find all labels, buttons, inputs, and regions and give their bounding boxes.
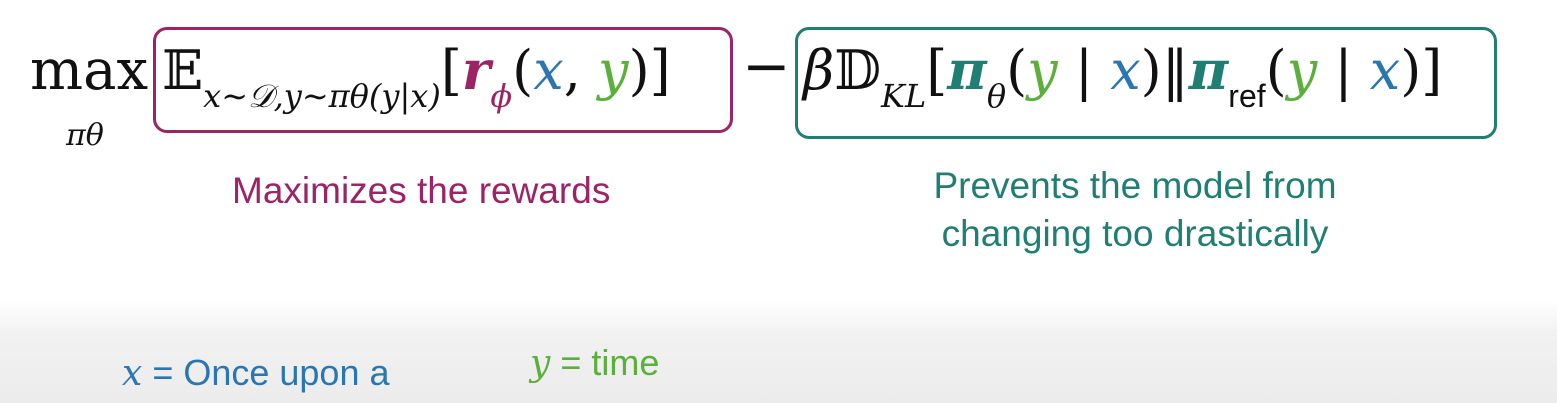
expectation-symbol: 𝔼: [162, 39, 204, 102]
ref-bar: |: [1317, 39, 1370, 102]
reward-term-expression: 𝔼x∼𝒟,y∼πθ(y|x)[rϕ(x, y)]: [162, 38, 671, 116]
y-definition-value: = time: [550, 342, 660, 383]
minus-sign: −: [742, 32, 791, 100]
policy-y: y: [1027, 39, 1058, 102]
reward-comma: ,: [563, 39, 599, 102]
kl-term-label-line1: Prevents the model from: [933, 165, 1337, 206]
x-definition-value: = Once upon a: [142, 352, 390, 393]
reward-term-box: [153, 27, 733, 133]
expectation-subscript: x∼𝒟,y∼πθ(y|x): [203, 77, 441, 115]
reward-x: x: [533, 39, 564, 102]
kl-term-label: Prevents the model from changing too dra…: [905, 162, 1365, 258]
beta-symbol: β: [803, 39, 835, 102]
reward-close: )]: [628, 39, 671, 102]
reward-phi: ϕ: [490, 77, 513, 115]
bracket-open: [: [440, 39, 462, 102]
policy-bar: |: [1057, 39, 1111, 102]
x-definition-var: x: [122, 353, 143, 394]
kl-close: )]: [1400, 39, 1443, 102]
ref-pi: π: [1188, 38, 1229, 102]
ref-y: y: [1286, 39, 1318, 102]
reward-lparen: (: [512, 39, 534, 102]
policy-lparen: (: [1006, 39, 1028, 102]
y-definition: y = time: [530, 342, 659, 384]
kl-D-symbol: 𝔻: [834, 39, 882, 102]
kl-term-label-line2: changing too drastically: [941, 213, 1329, 254]
y-definition-var: y: [530, 343, 551, 384]
policy-x: x: [1110, 39, 1141, 102]
reward-r: r: [461, 38, 491, 102]
policy-pi: π: [947, 38, 987, 102]
kl-bracket-open: [: [926, 39, 948, 102]
double-bar: ‖: [1161, 39, 1189, 102]
reward-term-label: Maximizes the rewards: [232, 170, 611, 211]
max-operator: max: [30, 38, 149, 103]
policy-rparen: ): [1140, 39, 1162, 102]
x-definition: x = Once upon a: [122, 352, 390, 394]
ref-lparen: (: [1265, 39, 1287, 102]
ref-x: x: [1369, 39, 1401, 102]
kl-term-box: [795, 27, 1497, 139]
reward-y: y: [598, 39, 629, 102]
policy-theta: θ: [986, 77, 1007, 115]
kl-subscript: KL: [881, 77, 927, 115]
kl-term-expression: β𝔻KL[πθ(y | x)‖πref(y | x)]: [803, 38, 1442, 115]
max-subscript: πθ: [66, 118, 104, 153]
ref-subscript: ref: [1228, 78, 1266, 114]
